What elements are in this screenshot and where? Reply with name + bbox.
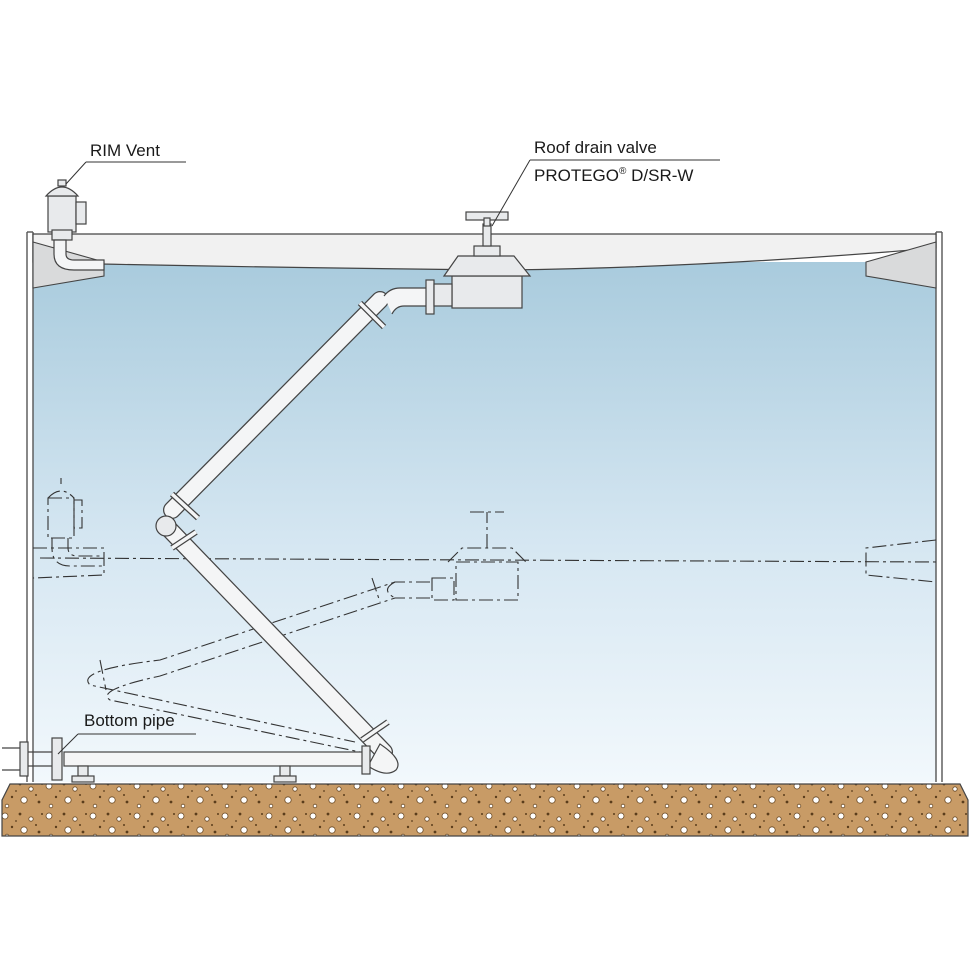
svg-text:Bottom pipe: Bottom pipe (84, 711, 175, 730)
roof-seal-right (865, 241, 937, 289)
svg-text:Roof drain valve: Roof drain valve (534, 138, 657, 157)
label-rim-vent: RIM Vent (65, 141, 186, 185)
roof-drain-valve (433, 211, 532, 309)
protego-prefix: PROTEGO (534, 166, 619, 185)
concrete-foundation (1, 783, 969, 837)
bottom-pipe (2, 737, 371, 783)
lower-roof-position (32, 478, 937, 753)
articulated-drain-pipe (155, 279, 435, 774)
rim-vent (44, 179, 105, 271)
label-roof-drain-valve: Roof drain valve PROTEGO® D/SR-W (491, 138, 720, 227)
label-bottom-pipe: Bottom pipe (57, 711, 196, 755)
protego-model: D/SR-W (626, 166, 693, 185)
tank-shell (26, 231, 943, 782)
registered-mark: ® (619, 166, 627, 177)
svg-text:RIM Vent: RIM Vent (90, 141, 160, 160)
tank-liquid (33, 262, 936, 782)
svg-text:PROTEGO® D/SR-W: PROTEGO® D/SR-W (534, 166, 693, 185)
rim-vent-lower-ghost (47, 478, 104, 567)
